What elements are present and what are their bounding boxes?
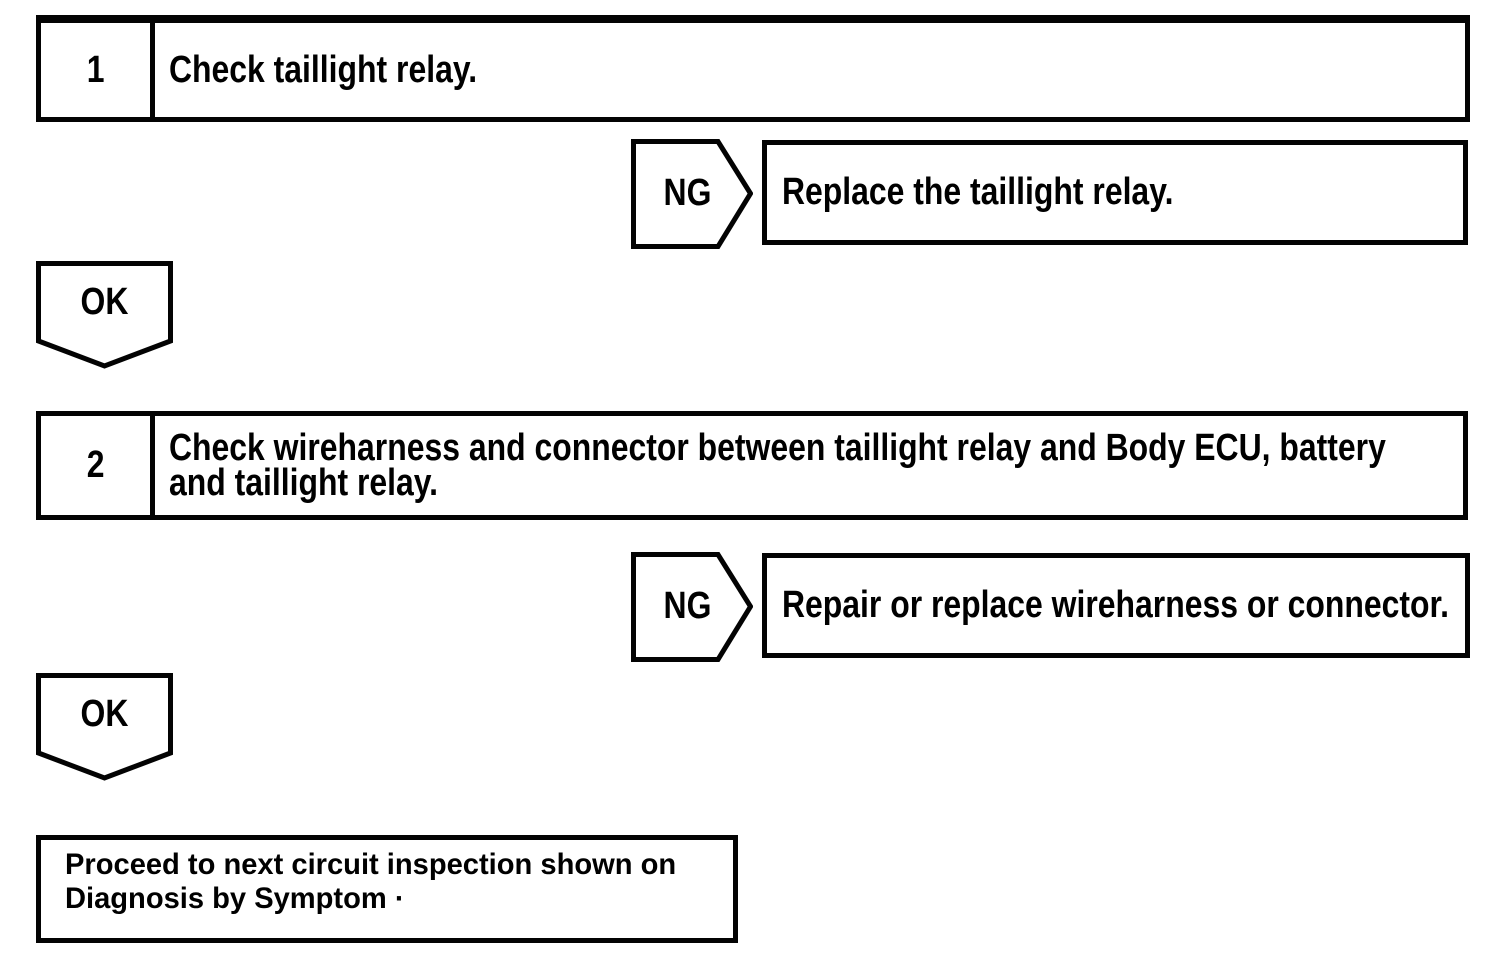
ok-label-2: OK	[80, 692, 129, 735]
ok-connector-1: OK	[36, 261, 173, 369]
ng-pentagon-icon	[631, 139, 753, 249]
step-2-box: 2 Check wireharness and connector betwee…	[36, 411, 1468, 520]
ng-label-1: NG	[663, 171, 711, 214]
ok-connector-2: OK	[36, 673, 173, 781]
step-1-number: 1	[86, 48, 105, 91]
ng-action-2-text: Repair or replace wireharness or connect…	[782, 584, 1450, 626]
step-2-instruction: Check wireharness and connector between …	[155, 416, 1463, 515]
step-2-instruction-line-1: Check wireharness and connector between …	[169, 426, 1386, 469]
terminal-box: Proceed to next circuit inspection shown…	[36, 835, 738, 943]
ng-action-1-box: Replace the taillight relay.	[762, 140, 1468, 245]
ng-connector-1: NG	[631, 139, 753, 249]
ng-connector-2: NG	[631, 552, 753, 662]
step-2-number-cell: 2	[41, 416, 155, 515]
ok-chevron-icon	[36, 261, 173, 369]
ng-pentagon-icon	[631, 552, 753, 662]
ng-label-2: NG	[663, 584, 711, 627]
ok-label-1: OK	[80, 280, 129, 323]
terminal-line-1: Proceed to next circuit inspection shown…	[65, 848, 677, 881]
ng-action-1-text: Replace the taillight relay.	[782, 171, 1174, 213]
ok-chevron-icon	[36, 673, 173, 781]
step-2-instruction-line-2: and taillight relay.	[169, 461, 439, 504]
step-2-number: 2	[86, 444, 105, 486]
step-1-box: 1 Check taillight relay.	[36, 15, 1470, 122]
terminal-line-2: Diagnosis by Symptom ·	[65, 882, 405, 915]
ng-action-2-box: Repair or replace wireharness or connect…	[762, 553, 1470, 658]
step-1-instruction-text: Check taillight relay.	[169, 48, 478, 91]
step-1-instruction: Check taillight relay.	[155, 23, 1465, 117]
step-1-number-cell: 1	[41, 23, 155, 117]
